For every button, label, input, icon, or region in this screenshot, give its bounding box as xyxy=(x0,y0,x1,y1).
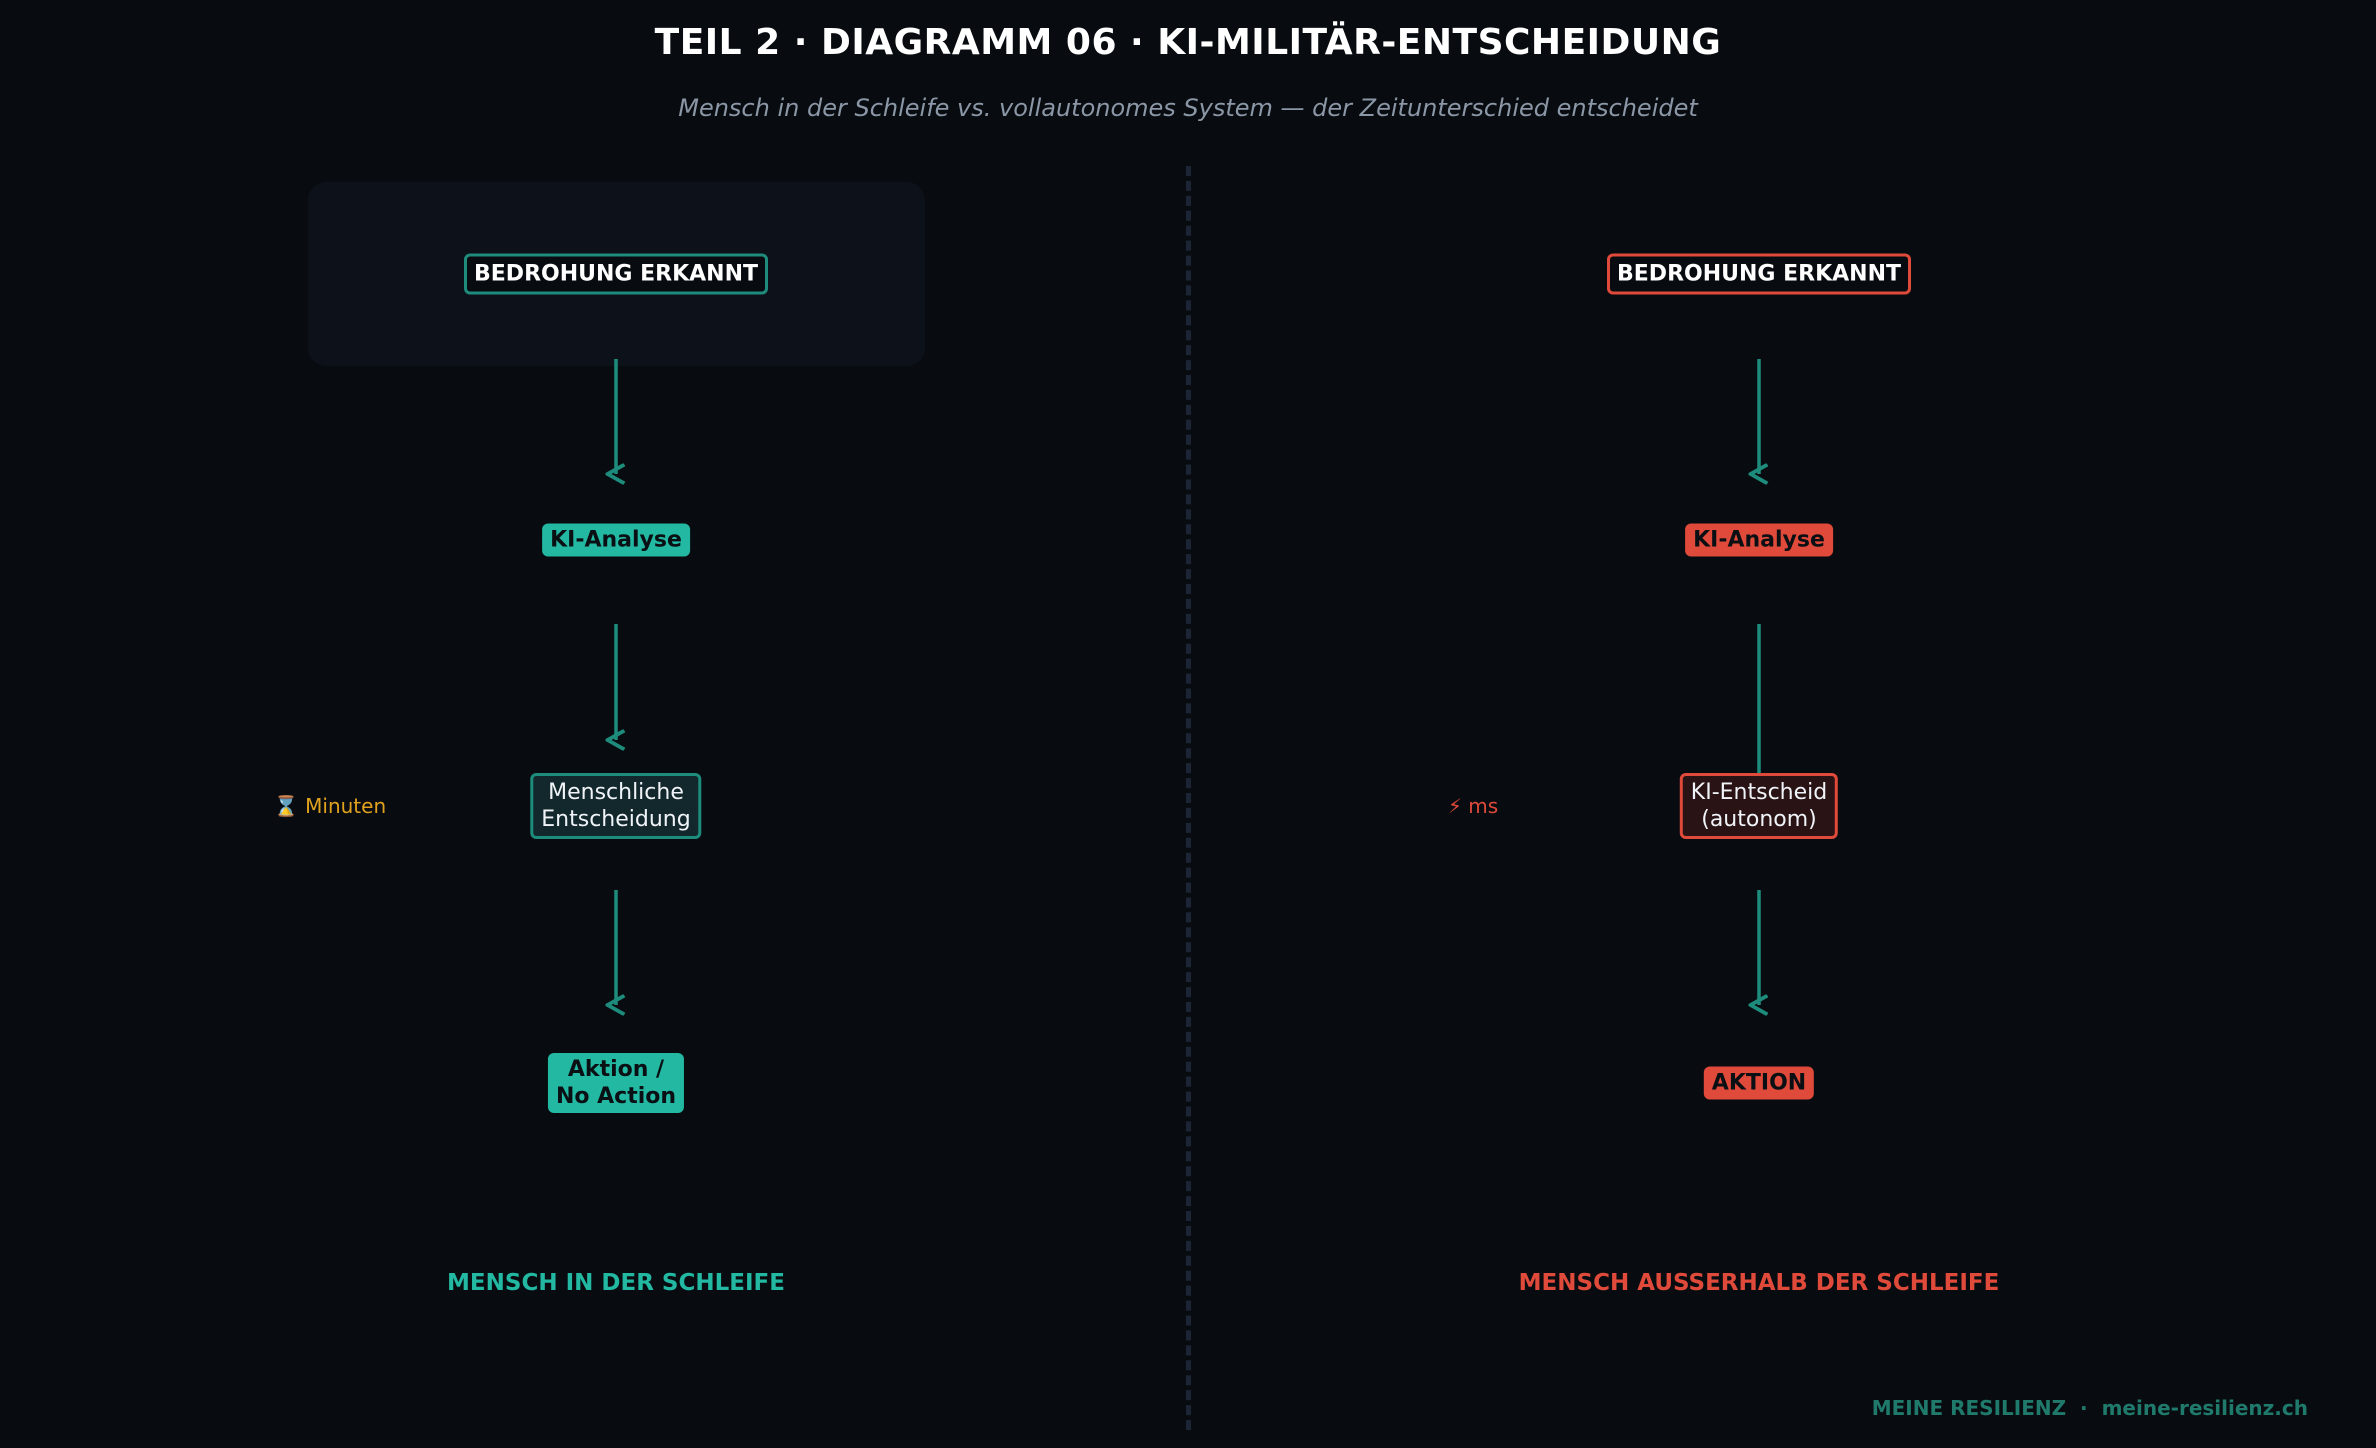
right-decision-node: KI-Entscheid (autonom) xyxy=(1679,773,1839,839)
right-decision-line2: (autonom) xyxy=(1701,807,1817,832)
left-action-line2: No Action xyxy=(555,1084,677,1109)
footer-brand: MEINE RESILIENZ · meine-resilienz.ch xyxy=(1872,1396,2308,1420)
center-divider xyxy=(1186,166,1191,1430)
left-decision-line2: Entscheidung xyxy=(541,807,691,832)
page-subtitle: Mensch in der Schleife vs. vollautonomes… xyxy=(678,94,1698,122)
right-column-label: MENSCH AUSSERHALB DER SCHLEIFE xyxy=(1518,1270,2000,1296)
right-analysis-node: KI-Analyse xyxy=(1685,523,1833,557)
footer-brand-name: MEINE RESILIENZ xyxy=(1871,1396,2067,1420)
lightning-icon: ⚡ xyxy=(1447,794,1462,818)
footer-url: meine-resilienz.ch xyxy=(2101,1396,2308,1420)
right-threat-node: BEDROHUNG ERKANNT xyxy=(1607,253,1911,295)
left-analysis-node: KI-Analyse xyxy=(542,523,690,557)
left-decision-node: Menschliche Entscheidung xyxy=(530,773,702,839)
left-decision-line1: Menschliche xyxy=(548,780,684,805)
left-threat-node: BEDROHUNG ERKANNT xyxy=(464,253,768,295)
hourglass-icon: ⌛ xyxy=(273,794,299,818)
right-time-text: ms xyxy=(1468,794,1499,818)
right-action-node: AKTION xyxy=(1703,1066,1815,1100)
left-column-label: MENSCH IN DER SCHLEIFE xyxy=(447,1270,785,1296)
left-action-node: Aktion / No Action xyxy=(547,1053,685,1113)
right-decision-line1: KI-Entscheid xyxy=(1690,780,1828,805)
left-time-label: ⌛ Minuten xyxy=(274,794,386,818)
left-time-text: Minuten xyxy=(305,794,387,818)
page-title: TEIL 2 · DIAGRAMM 06 · KI-MILITÄR-ENTSCH… xyxy=(654,22,1722,63)
left-action-line1: Aktion / xyxy=(567,1057,665,1082)
footer-separator: · xyxy=(2080,1396,2088,1420)
right-time-label: ⚡ ms xyxy=(1448,794,1498,818)
